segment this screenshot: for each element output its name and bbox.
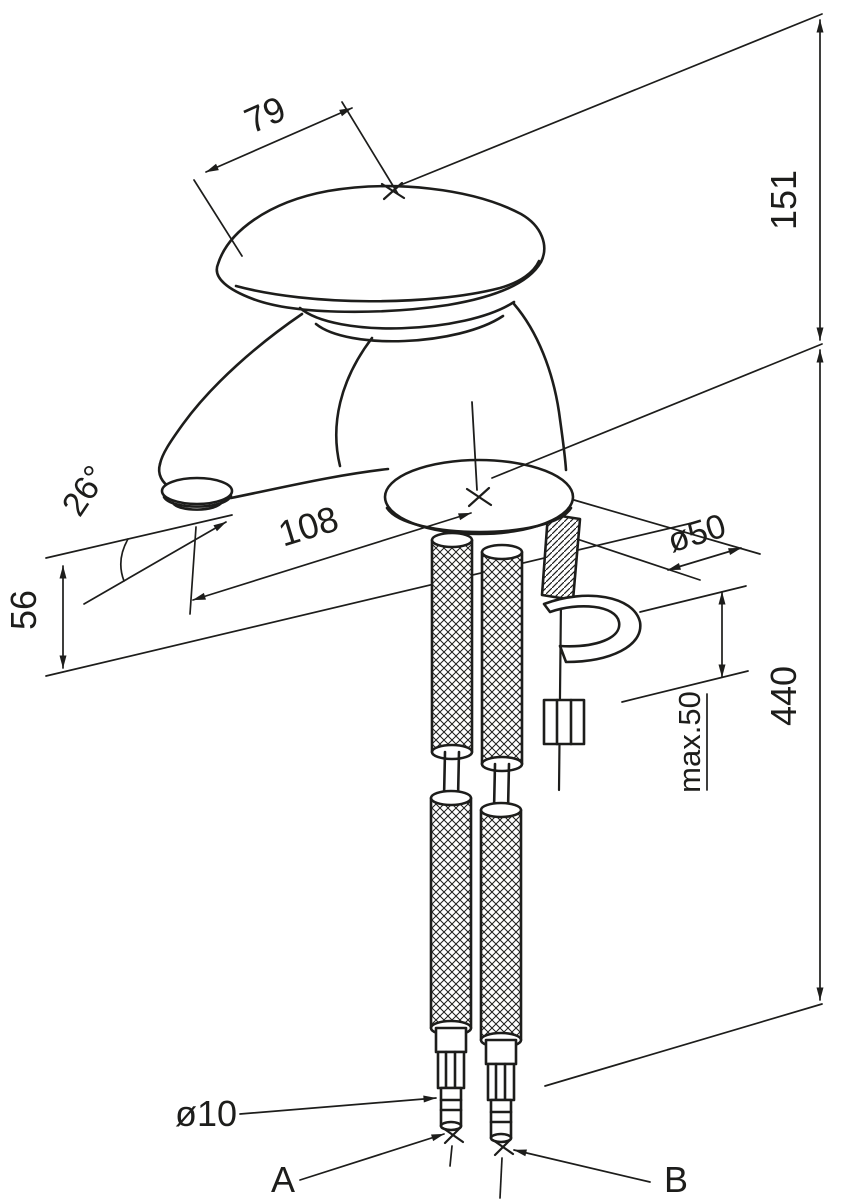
- dim79-extension-left: [193, 179, 243, 257]
- flex-hose-a: [429, 531, 474, 1167]
- dim151-reference-top: [397, 13, 823, 187]
- hose-b-crimp-collar: [484, 1038, 518, 1066]
- connection-b-label: B: [664, 1159, 688, 1200]
- cartridge-cap-arc-1: [298, 300, 516, 330]
- body-right-edge: [512, 302, 568, 472]
- spout-height-reference-line: [45, 514, 233, 559]
- dim-dia10-label: ø10: [175, 1093, 237, 1134]
- dim56-label: 56: [3, 590, 44, 630]
- dim108-label: 108: [274, 498, 343, 555]
- hose-b-axis-stub: [499, 1157, 503, 1199]
- dim-max50-label: max.50: [672, 691, 707, 793]
- mounting-bracket: [542, 594, 642, 664]
- dim79-line: [205, 107, 353, 173]
- cartridge-cap-arc-2: [314, 314, 505, 343]
- dim151-reference-bottom: [491, 343, 823, 479]
- dim440-reference-bottom: [544, 1003, 823, 1087]
- hose-a-braided-lower: [429, 796, 473, 1030]
- dia50-extension-line-1: [573, 499, 761, 555]
- hose-a-cap: [430, 743, 474, 761]
- hose-a-connector-tip: [439, 1086, 463, 1128]
- hose-a-axis-stub: [449, 1145, 453, 1167]
- hose-b-top-cap: [480, 543, 524, 561]
- threaded-stud: [540, 512, 582, 602]
- label-a-leader-line: [299, 1133, 445, 1181]
- body-contour-line: [334, 336, 374, 468]
- dim440-label: 440: [763, 666, 804, 726]
- hose-b-hex-fitting: [486, 1062, 516, 1102]
- threaded-rod: [557, 598, 563, 792]
- hose-a-braided-upper: [430, 538, 474, 754]
- spout-top-edge: [158, 312, 304, 466]
- dim79-extension-right: [341, 101, 399, 195]
- hose-b-braided-lower: [479, 808, 523, 1042]
- hose-a-end-mark: [443, 1125, 463, 1145]
- hose-a-crimp-collar: [434, 1026, 468, 1054]
- dia10-leader-line: [239, 1095, 437, 1115]
- dim26-angle-arc: [119, 538, 129, 582]
- spout-underside: [229, 467, 390, 500]
- dim79-label: 79: [238, 88, 291, 142]
- dim-dia50-line: [667, 547, 742, 571]
- dim26-label: 26°: [55, 459, 115, 523]
- aerator-ring-1: [162, 494, 233, 508]
- hose-a-hex-fitting: [436, 1050, 466, 1090]
- lever-handle: [215, 184, 546, 314]
- hose-b-braided-upper: [480, 550, 524, 766]
- aerator-ring-2: [171, 500, 224, 511]
- hose-b-connector-tip: [489, 1098, 513, 1140]
- label-b-leader-line: [513, 1149, 651, 1183]
- dia50-extension-line-2: [555, 531, 701, 581]
- connection-a-label: A: [271, 1159, 295, 1200]
- mixer-tap: [157, 181, 575, 536]
- dim-dia50-label: ø50: [663, 507, 730, 560]
- dim108-extension-left: [189, 526, 197, 615]
- flex-hose-b: [479, 543, 524, 1199]
- hose-a-cap: [429, 789, 473, 807]
- aerator-rim: [160, 476, 234, 506]
- dimension-lines: [45, 13, 824, 1183]
- max50-reference-bottom: [621, 670, 749, 703]
- background-reference-lines: [45, 499, 761, 703]
- hose-b-cap: [480, 755, 524, 773]
- center-axis-line: [471, 401, 478, 491]
- mounting-nut: [542, 698, 586, 746]
- hose-a-top-cap: [430, 531, 474, 549]
- hose-b-cap: [479, 801, 523, 819]
- faucet-body-group: [157, 181, 642, 1199]
- handle-crease: [234, 259, 541, 303]
- dim151-label: 151: [763, 170, 804, 230]
- dim108-line: [192, 512, 472, 601]
- hose-b-end-mark: [493, 1137, 513, 1157]
- base-center-mark: [467, 486, 491, 508]
- max50-reference-top: [639, 585, 747, 613]
- dim26-angle-leg: [83, 521, 227, 605]
